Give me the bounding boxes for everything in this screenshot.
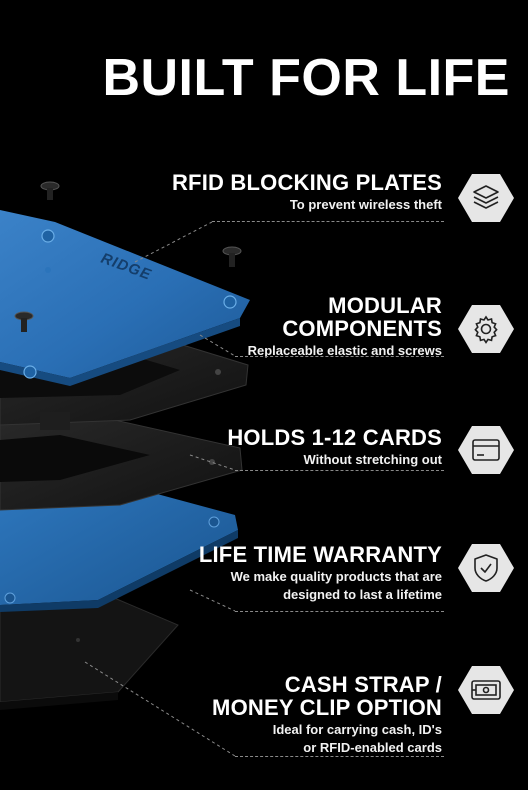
feature-title: LIFE TIME WARRANTY — [198, 542, 442, 567]
divider — [235, 470, 444, 471]
gear-icon — [458, 303, 514, 355]
screw-1 — [40, 181, 60, 200]
feature-modular: MODULAR COMPONENTS Replaceable elastic a… — [248, 294, 442, 360]
screw-2 — [222, 246, 242, 267]
divider — [212, 221, 444, 222]
leader-lines — [84, 221, 236, 757]
feature-cash-strap: CASH STRAP / MONEY CLIP OPTION Ideal for… — [212, 673, 442, 757]
feature-title-line1: CASH STRAP / — [284, 672, 442, 697]
feature-subtitle: Replaceable elastic and screws — [247, 343, 442, 358]
feature-subtitle-line1: Ideal for carrying cash, ID's — [272, 722, 442, 737]
feature-subtitle: Without stretching out — [303, 452, 442, 467]
feature-title: HOLDS 1-12 CARDS — [227, 425, 442, 450]
card-icon — [458, 424, 514, 476]
page-title: BUILT FOR LIFE — [102, 49, 510, 107]
feature-title-line2: COMPONENTS — [282, 316, 442, 341]
feature-cards: HOLDS 1-12 CARDS Without stretching out — [227, 426, 442, 469]
divider — [235, 756, 444, 757]
divider — [235, 356, 444, 357]
feature-subtitle-line2: or RFID-enabled cards — [303, 740, 442, 755]
feature-rfid: RFID BLOCKING PLATES To prevent wireless… — [172, 171, 442, 214]
feature-subtitle-line1: We make quality products that are — [230, 569, 442, 584]
feature-warranty: LIFE TIME WARRANTY We make quality produ… — [199, 543, 442, 604]
feature-subtitle-line2: designed to last a lifetime — [283, 587, 442, 602]
divider — [235, 611, 444, 612]
layers-icon — [458, 172, 514, 224]
feature-title-line1: MODULAR — [328, 293, 442, 318]
feature-subtitle: To prevent wireless theft — [289, 197, 442, 212]
screw-3 — [14, 311, 34, 332]
feature-title: RFID BLOCKING PLATES — [171, 170, 442, 195]
top-blue-plate — [0, 210, 250, 386]
cash-strap-icon — [458, 664, 514, 716]
card-frame-lower — [0, 409, 243, 511]
feature-title-line2: MONEY CLIP OPTION — [212, 695, 442, 720]
shield-check-icon — [458, 542, 514, 594]
